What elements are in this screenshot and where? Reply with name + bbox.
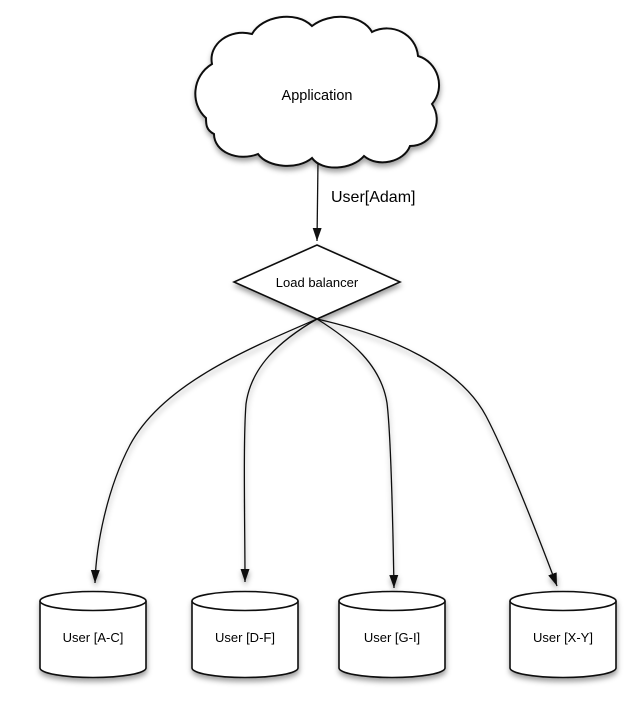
cylinder-body: [39, 601, 147, 679]
cylinder-body: [338, 601, 446, 679]
database-label-4: User [X-Y]: [533, 630, 593, 645]
edge-lb-to-db2: [240, 318, 318, 583]
database-node-3: [338, 590, 446, 679]
request-edge: User[Adam]: [312, 160, 415, 242]
cloud-shape: [194, 15, 441, 169]
cylinder-top: [338, 590, 446, 612]
cylinder-body: [509, 601, 617, 679]
database-node-1: [39, 590, 147, 679]
diamond-shape: [232, 244, 402, 320]
database-label-1: User [A-C]: [63, 630, 124, 645]
cylinder-top: [39, 590, 147, 612]
edge-lb-to-db1: [90, 318, 318, 584]
database-node-2: [191, 590, 299, 679]
database-node-4: [509, 590, 617, 679]
application-node: [194, 15, 441, 169]
load-balancer-node: [232, 244, 402, 320]
load-balancer-label: Load balancer: [276, 275, 359, 290]
database-label-3: User [G-I]: [364, 630, 420, 645]
edge-app-to-lb: [312, 160, 322, 242]
edge-lb-to-db4: [316, 318, 558, 587]
cylinder-top: [191, 590, 299, 612]
database-label-2: User [D-F]: [215, 630, 275, 645]
edge-lb-to-db3: [316, 318, 399, 589]
request-edge-label: User[Adam]: [331, 189, 415, 206]
cylinder-top: [509, 590, 617, 612]
fanout-edges: [90, 318, 558, 589]
application-label: Application: [282, 88, 353, 104]
cylinder-body: [191, 601, 299, 679]
